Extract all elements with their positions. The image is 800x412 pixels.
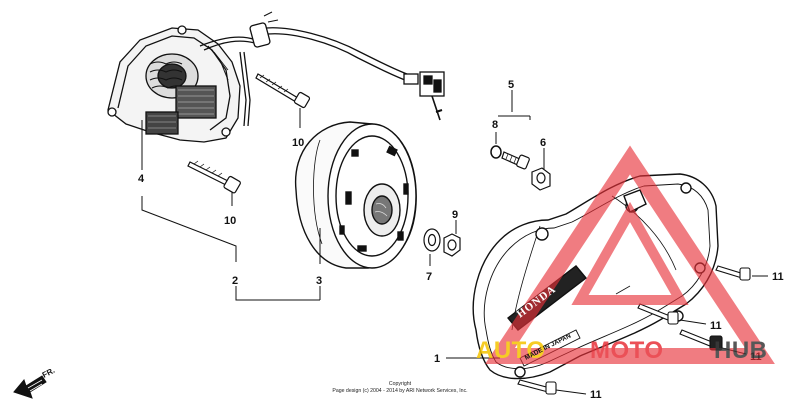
watermark-auto: AUTO <box>476 337 546 364</box>
watermark-hub: HUB <box>714 337 768 364</box>
o-ring-8 <box>490 145 502 159</box>
copyright-heading: Copyright <box>389 381 412 387</box>
callout-11-b: 11 <box>710 320 722 332</box>
callout-6: 6 <box>540 137 546 149</box>
bolt-11-middle <box>637 303 679 325</box>
bolt-11-bottom <box>517 379 557 395</box>
flywheel-rotor <box>294 121 417 269</box>
callout-9: 9 <box>452 209 458 221</box>
callout-3: 3 <box>316 275 322 287</box>
callout-8: 8 <box>492 119 498 131</box>
cap-6 <box>531 167 551 191</box>
nut-9 <box>443 233 461 257</box>
callout-10-upper: 10 <box>292 137 304 149</box>
copyright-line: Page design (c) 2004 - 2014 by ARI Netwo… <box>332 388 467 394</box>
watermark-moto: MOTO <box>590 337 664 364</box>
bolt-10-upper <box>255 73 311 109</box>
callout-11-a: 11 <box>772 271 784 283</box>
callout-2: 2 <box>232 275 238 287</box>
bolt-11-upper-right <box>715 265 751 281</box>
bolt-10-lower <box>187 160 241 194</box>
callout-1: 1 <box>434 353 440 365</box>
washer-7 <box>423 228 441 252</box>
callout-5: 5 <box>508 79 514 91</box>
front-direction-arrow: FR. <box>13 366 57 399</box>
leader-lines <box>141 90 768 395</box>
callout-11-d: 11 <box>590 389 602 401</box>
callout-7: 7 <box>426 271 432 283</box>
wire-harness <box>199 11 445 127</box>
automotohub-watermark: AUTO MOTO HUB <box>476 145 775 364</box>
callout-4: 4 <box>138 173 145 185</box>
stator-assembly <box>107 25 241 143</box>
callout-labels: 4 2 3 10 10 5 8 6 9 7 1 11 11 11 11 <box>138 79 784 401</box>
plug-5 <box>501 151 530 170</box>
front-direction-label: FR. <box>41 366 57 380</box>
callout-10-lower: 10 <box>224 215 236 227</box>
